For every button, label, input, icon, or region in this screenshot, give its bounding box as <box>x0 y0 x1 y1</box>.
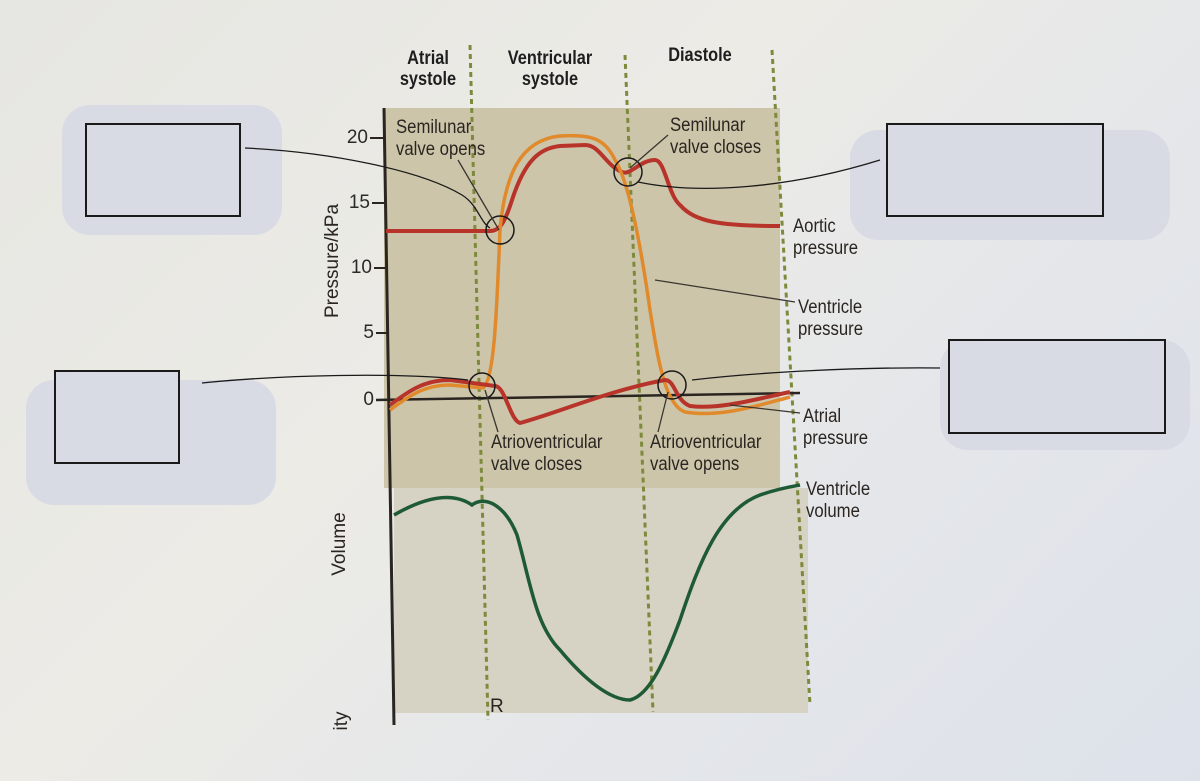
tick-20: 20 <box>346 127 368 148</box>
legend-ventricle-volume: Ventricle volume <box>806 479 871 522</box>
av-opens-circle <box>657 370 687 400</box>
leader-top-right <box>637 159 881 189</box>
y-axis-volume-label: Volume <box>329 512 350 576</box>
r-marker: R <box>490 696 504 717</box>
legend-aortic-pressure: Aortic pressure <box>793 216 859 259</box>
leader-top-left <box>244 147 491 229</box>
divider-ventricular-diastole <box>623 54 655 713</box>
atrial-pressure-curve <box>388 377 791 426</box>
pressure-panel <box>384 108 780 488</box>
annotation-av-opens: Atrioventricular valve opens <box>650 432 762 475</box>
y-axis-partial-label: ity <box>331 711 352 731</box>
av-closes-circle <box>468 372 496 400</box>
leader-bottom-right <box>691 367 941 381</box>
y-axis-pressure-label: Pressure/kPa <box>322 203 343 319</box>
legend-atrial-pressure: Atrial pressure <box>803 406 869 449</box>
tick-0: 0 <box>363 389 374 410</box>
annotation-semilunar-closes: Semilunar valve closes <box>670 115 762 158</box>
semilunar-closes-circle <box>613 157 643 187</box>
legend-ventricle-pressure: Ventricle pressure <box>798 297 864 340</box>
y-axis <box>382 107 396 726</box>
tick-15: 15 <box>348 192 370 213</box>
phase-diastole: Diastole <box>668 45 732 66</box>
tick-5: 5 <box>363 322 374 343</box>
blank-box-bottom-left[interactable] <box>54 370 180 464</box>
blank-box-bottom-right[interactable] <box>948 339 1166 434</box>
divider-end <box>770 49 812 706</box>
blank-box-top-left[interactable] <box>85 123 241 217</box>
tick-10: 10 <box>350 257 372 278</box>
phase-ventricular-systole: Ventricular systole <box>507 48 593 90</box>
ventricle-volume-curve <box>393 483 801 702</box>
phase-atrial-systole: Atrial systole <box>399 48 457 90</box>
leader-bottom-left <box>201 374 469 384</box>
volume-panel <box>394 488 808 713</box>
blank-box-top-right[interactable] <box>886 123 1104 217</box>
annotation-av-closes: Atrioventricular valve closes <box>491 432 603 475</box>
annotation-semilunar-opens: Semilunar valve opens <box>396 117 486 160</box>
zero-line <box>375 391 801 402</box>
ventricle-pressure-curve <box>388 133 791 416</box>
semilunar-opens-circle <box>485 215 515 245</box>
